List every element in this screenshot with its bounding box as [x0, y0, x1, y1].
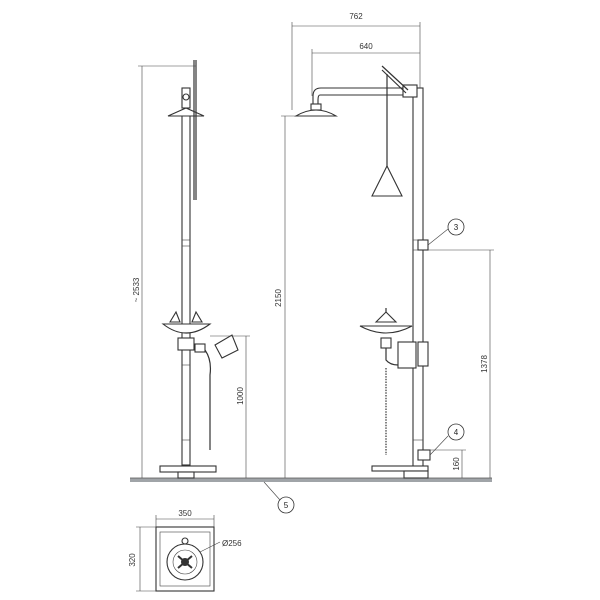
- left-main-pipe: [181, 109, 191, 466]
- front-elevation-view: 762 640 2150 1378 160: [274, 12, 494, 479]
- callout-5: 5: [263, 481, 295, 514]
- svg-text:3: 3: [454, 223, 459, 232]
- dim-base-height: 160: [452, 457, 461, 471]
- right-main-pipe: [412, 87, 424, 469]
- dim-width-inner: 640: [359, 42, 373, 51]
- right-shower-head: [294, 109, 338, 117]
- dim-overall-height: ~ 2533: [132, 277, 141, 302]
- valve-box: [397, 341, 417, 369]
- left-eyewash-bowl: [161, 323, 212, 334]
- callout-4: 4: [429, 423, 465, 456]
- left-shower-head: [167, 107, 205, 117]
- floor-line: [130, 477, 492, 482]
- left-push-plate: [214, 334, 239, 359]
- dim-plan-width: 350: [178, 509, 192, 518]
- right-eyewash-bowl: [359, 325, 413, 334]
- side-elevation-view: ~ 2533 1000: [132, 60, 250, 479]
- plan-view: Ø256 350 320: [128, 509, 242, 592]
- dim-plan-diameter: Ø256: [222, 539, 242, 548]
- valve-lever: [381, 65, 409, 91]
- svg-text:5: 5: [284, 501, 289, 510]
- dim-plan-depth: 320: [128, 553, 137, 567]
- dim-shower-height: 2150: [274, 289, 283, 307]
- right-base-plate: [371, 465, 429, 472]
- dim-valve-height: 1378: [480, 355, 489, 373]
- svg-text:4: 4: [454, 428, 459, 437]
- valve-3: [417, 239, 429, 251]
- callout-3: 3: [427, 218, 465, 246]
- pull-triangle: [371, 164, 403, 197]
- left-hose: [204, 349, 212, 450]
- dim-bowl-height: 1000: [236, 387, 245, 405]
- valve-4: [417, 449, 431, 461]
- left-base-plate: [159, 465, 217, 473]
- dim-width-outer: 762: [349, 12, 363, 21]
- shower-arm: [312, 87, 414, 107]
